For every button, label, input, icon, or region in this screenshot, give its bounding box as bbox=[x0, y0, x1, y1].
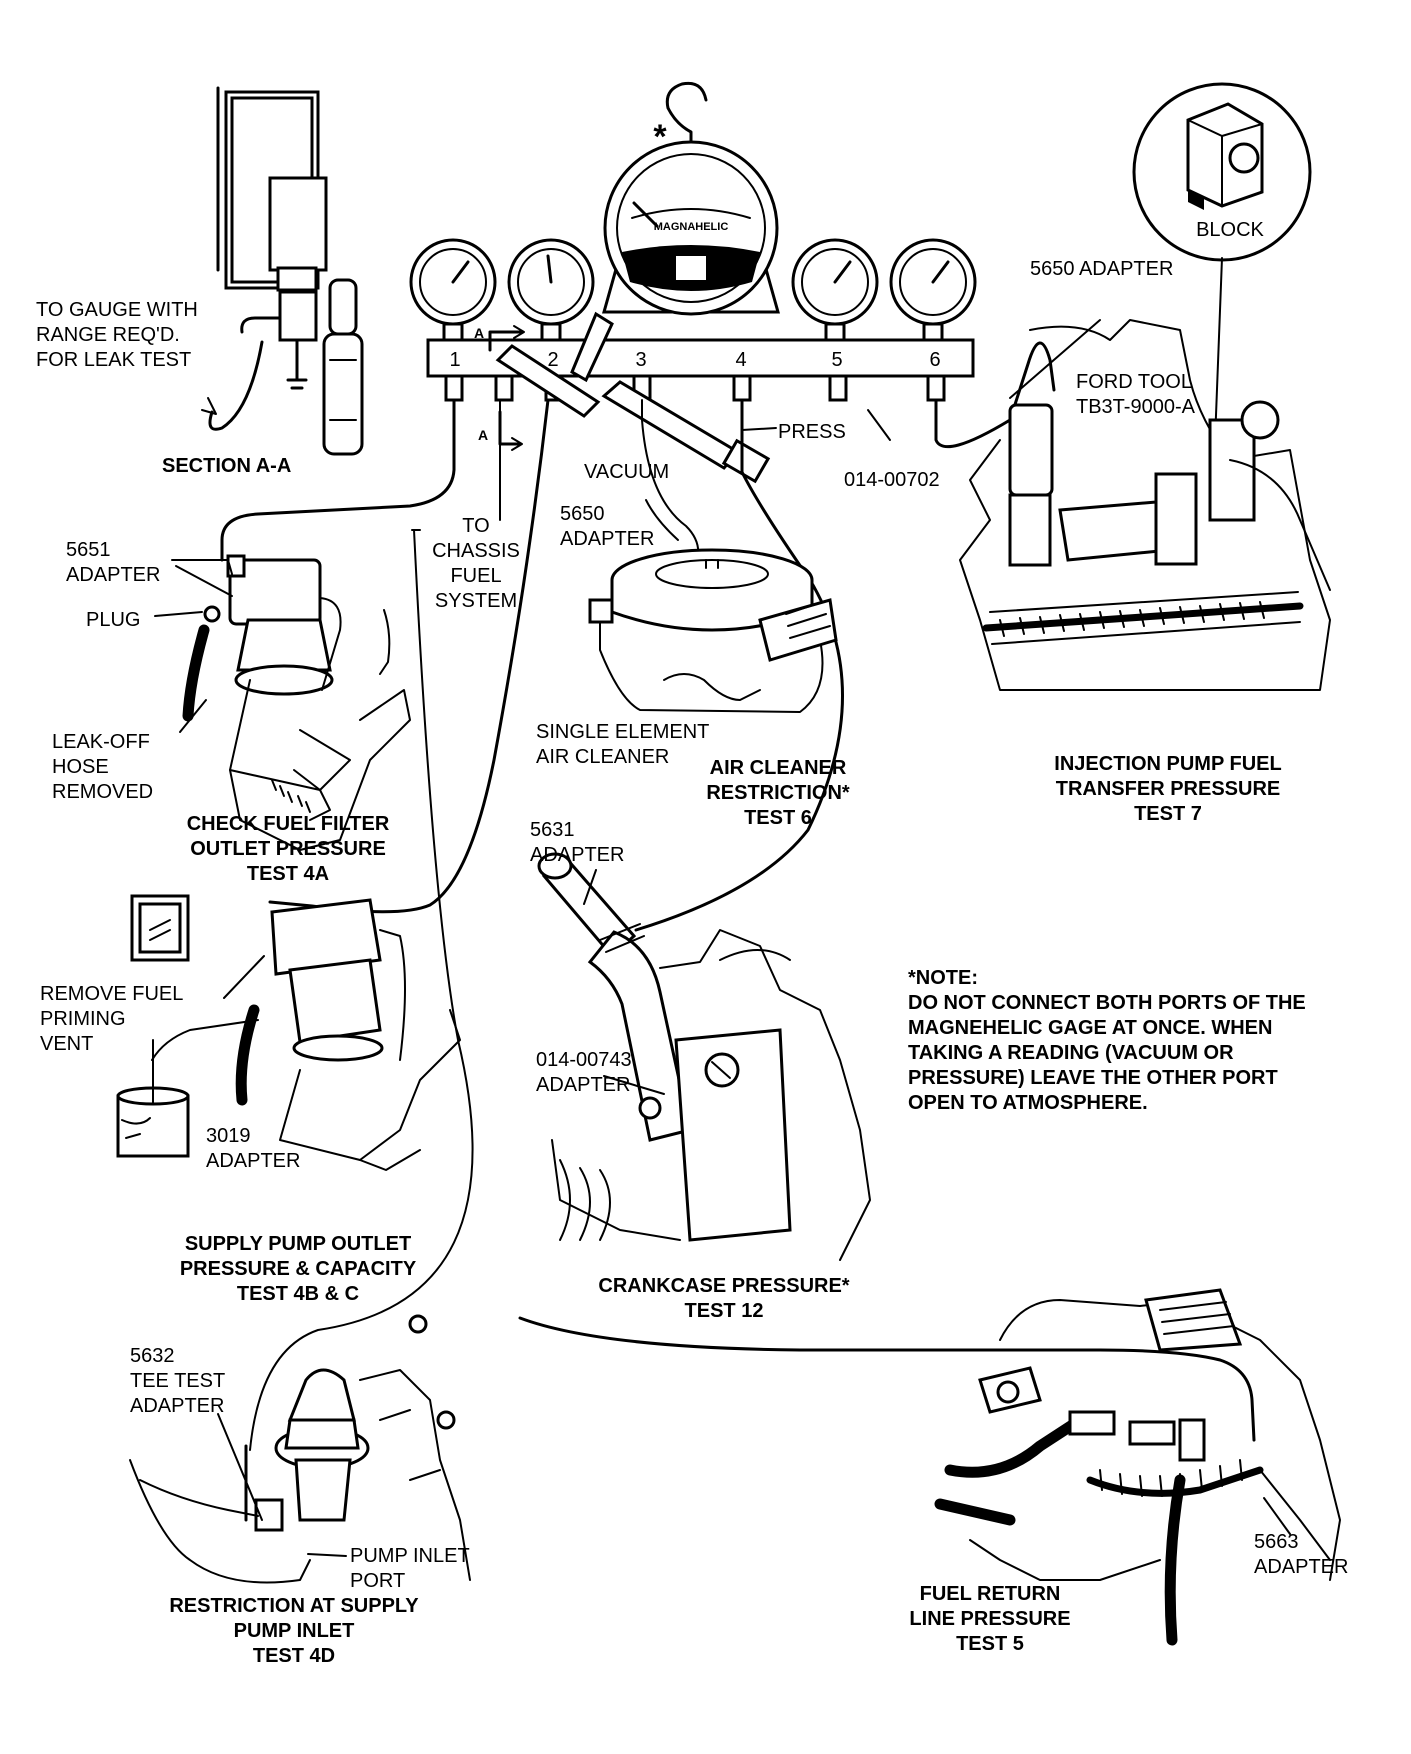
adapter-5651-label-1: 5651 bbox=[66, 539, 111, 561]
magnehelic-note: *NOTE: DO NOT CONNECT BOTH PORTS OF THE … bbox=[908, 967, 1306, 1114]
adapter-3019-label-2: ADAPTER bbox=[206, 1150, 300, 1172]
single-element-label-1: SINGLE ELEMENT bbox=[536, 721, 709, 743]
port-4: 4 bbox=[735, 349, 746, 371]
test12-caption-2: TEST 12 bbox=[685, 1300, 764, 1322]
block-label: BLOCK bbox=[1196, 219, 1264, 241]
section-mark-top: A bbox=[474, 325, 484, 341]
test7-caption-2: TRANSFER PRESSURE bbox=[1056, 778, 1280, 800]
to-chassis-label-4: SYSTEM bbox=[435, 590, 517, 612]
test4d-caption-3: TEST 4D bbox=[253, 1645, 335, 1667]
adapter-3019-label-1: 3019 bbox=[206, 1125, 251, 1147]
test4bc-drawing bbox=[116, 894, 461, 1171]
test5-caption-2: LINE PRESSURE bbox=[909, 1608, 1070, 1630]
note-line-4: PRESSURE) LEAVE THE OTHER PORT bbox=[908, 1067, 1278, 1089]
gauge-2 bbox=[507, 238, 595, 346]
port-5: 5 bbox=[831, 349, 842, 371]
test4a-caption-1: CHECK FUEL FILTER bbox=[187, 813, 390, 835]
note-line-5: OPEN TO ATMOSPHERE. bbox=[908, 1092, 1148, 1114]
port-6: 6 bbox=[929, 349, 940, 371]
to-chassis-label-2: CHASSIS bbox=[432, 540, 520, 562]
to-chassis-label-1: TO bbox=[462, 515, 489, 537]
magnehelic-asterisk: * bbox=[653, 118, 667, 156]
ford-tool-label-1: FORD TOOL bbox=[1076, 371, 1192, 393]
to-chassis-label-3: FUEL bbox=[450, 565, 501, 587]
section-aa-label: SECTION A-A bbox=[162, 455, 291, 477]
manifold-part-number: 014-00702 bbox=[844, 469, 940, 491]
adapter-5631-label-2: ADAPTER bbox=[530, 844, 624, 866]
leak-off-label-1: LEAK-OFF bbox=[52, 731, 150, 753]
leak-off-label-3: REMOVED bbox=[52, 781, 153, 803]
remove-fuel-label-1: REMOVE FUEL bbox=[40, 983, 183, 1005]
adapter-5632-label-1: 5632 bbox=[130, 1345, 175, 1367]
test-hoses bbox=[220, 341, 1256, 1451]
adapter-014-00743-label-2: ADAPTER bbox=[536, 1074, 630, 1096]
part-labels: TO GAUGE WITH RANGE REQ'D. FOR LEAK TEST… bbox=[36, 258, 1348, 1592]
note-line-2: MAGNEHELIC GAGE AT ONCE. WHEN bbox=[908, 1017, 1272, 1039]
note-line-1: DO NOT CONNECT BOTH PORTS OF THE bbox=[908, 992, 1306, 1014]
press-label: PRESS bbox=[778, 421, 846, 443]
test7-drawing bbox=[959, 319, 1331, 691]
adapter-5651-label-2: ADAPTER bbox=[66, 564, 160, 586]
magnehelic-gauge: MAGNAHELIC * bbox=[602, 81, 780, 316]
note-title: *NOTE: bbox=[908, 967, 978, 989]
block-callout: BLOCK bbox=[1132, 82, 1312, 521]
adapter-5663-label-1: 5663 bbox=[1254, 1531, 1299, 1553]
leak-off-label-2: HOSE bbox=[52, 756, 109, 778]
test4d-caption-1: RESTRICTION AT SUPPLY bbox=[169, 1595, 419, 1617]
adapter-5631-label-1: 5631 bbox=[530, 819, 575, 841]
test4a-drawing bbox=[182, 554, 411, 851]
port-1: 1 bbox=[449, 349, 460, 371]
plug-label: PLUG bbox=[86, 609, 140, 631]
test6-caption-2: RESTRICTION* bbox=[706, 782, 850, 804]
adapter-014-00743-label-1: 014-00743 bbox=[536, 1049, 632, 1071]
gauge-range-label-3: FOR LEAK TEST bbox=[36, 349, 191, 371]
test5-caption-1: FUEL RETURN bbox=[920, 1583, 1061, 1605]
remove-fuel-label-3: VENT bbox=[40, 1033, 93, 1055]
test4a-caption-2: OUTLET PRESSURE bbox=[190, 838, 386, 860]
port-3: 3 bbox=[635, 349, 646, 371]
test-captions: INJECTION PUMP FUEL TRANSFER PRESSURE TE… bbox=[169, 753, 1281, 1667]
magnehelic-brand: MAGNAHELIC bbox=[654, 221, 729, 233]
test12-drawing bbox=[537, 852, 871, 1261]
gauge-5 bbox=[791, 238, 879, 346]
vacuum-label: VACUUM bbox=[584, 461, 669, 483]
gauge-range-label-1: TO GAUGE WITH bbox=[36, 299, 198, 321]
port-2: 2 bbox=[547, 349, 558, 371]
test4bc-caption-2: PRESSURE & CAPACITY bbox=[180, 1258, 417, 1280]
gauge-6 bbox=[889, 238, 977, 346]
test4bc-caption-1: SUPPLY PUMP OUTLET bbox=[185, 1233, 411, 1255]
leader-arrows bbox=[154, 409, 1291, 1557]
test12-caption-1: CRANKCASE PRESSURE* bbox=[598, 1275, 849, 1297]
test6-drawing bbox=[588, 548, 838, 713]
adapter-5632-label-3: ADAPTER bbox=[130, 1395, 224, 1417]
gauge-range-label-2: RANGE REQ'D. bbox=[36, 324, 180, 346]
test7-caption-3: TEST 7 bbox=[1134, 803, 1202, 825]
test4d-caption-2: PUMP INLET bbox=[234, 1620, 355, 1642]
single-element-label-2: AIR CLEANER bbox=[536, 746, 669, 768]
test4a-caption-3: TEST 4A bbox=[247, 863, 329, 885]
test4d-drawing bbox=[129, 1314, 471, 1584]
test6-caption-3: TEST 6 bbox=[744, 807, 812, 829]
adapter-5663-label-2: ADAPTER bbox=[1254, 1556, 1348, 1578]
note-line-3: TAKING A READING (VACUUM OR bbox=[908, 1042, 1234, 1064]
test6-caption-1: AIR CLEANER bbox=[710, 757, 847, 779]
pump-inlet-label-1: PUMP INLET bbox=[350, 1545, 470, 1567]
adapter-5632-label-2: TEE TEST bbox=[130, 1370, 225, 1392]
test7-caption-1: INJECTION PUMP FUEL bbox=[1054, 753, 1281, 775]
adapter-5650-mid-label-2: ADAPTER bbox=[560, 528, 654, 550]
test5-caption-3: TEST 5 bbox=[956, 1633, 1024, 1655]
section-aa-drawing bbox=[201, 86, 364, 456]
pump-inlet-label-2: PORT bbox=[350, 1570, 405, 1592]
remove-fuel-label-2: PRIMING bbox=[40, 1008, 126, 1030]
ford-tool-label-2: TB3T-9000-A bbox=[1076, 396, 1196, 418]
section-mark-bottom: A bbox=[478, 427, 488, 443]
adapter-5650-mid-label-1: 5650 bbox=[560, 503, 605, 525]
test5-drawing bbox=[934, 1288, 1341, 1646]
adapter-5650-top-label: 5650 ADAPTER bbox=[1030, 258, 1173, 280]
test4bc-caption-3: TEST 4B & C bbox=[237, 1283, 359, 1305]
gauge-manifold: MAGNAHELIC * 1 2 3 4 5 6 A A bbox=[409, 81, 977, 484]
